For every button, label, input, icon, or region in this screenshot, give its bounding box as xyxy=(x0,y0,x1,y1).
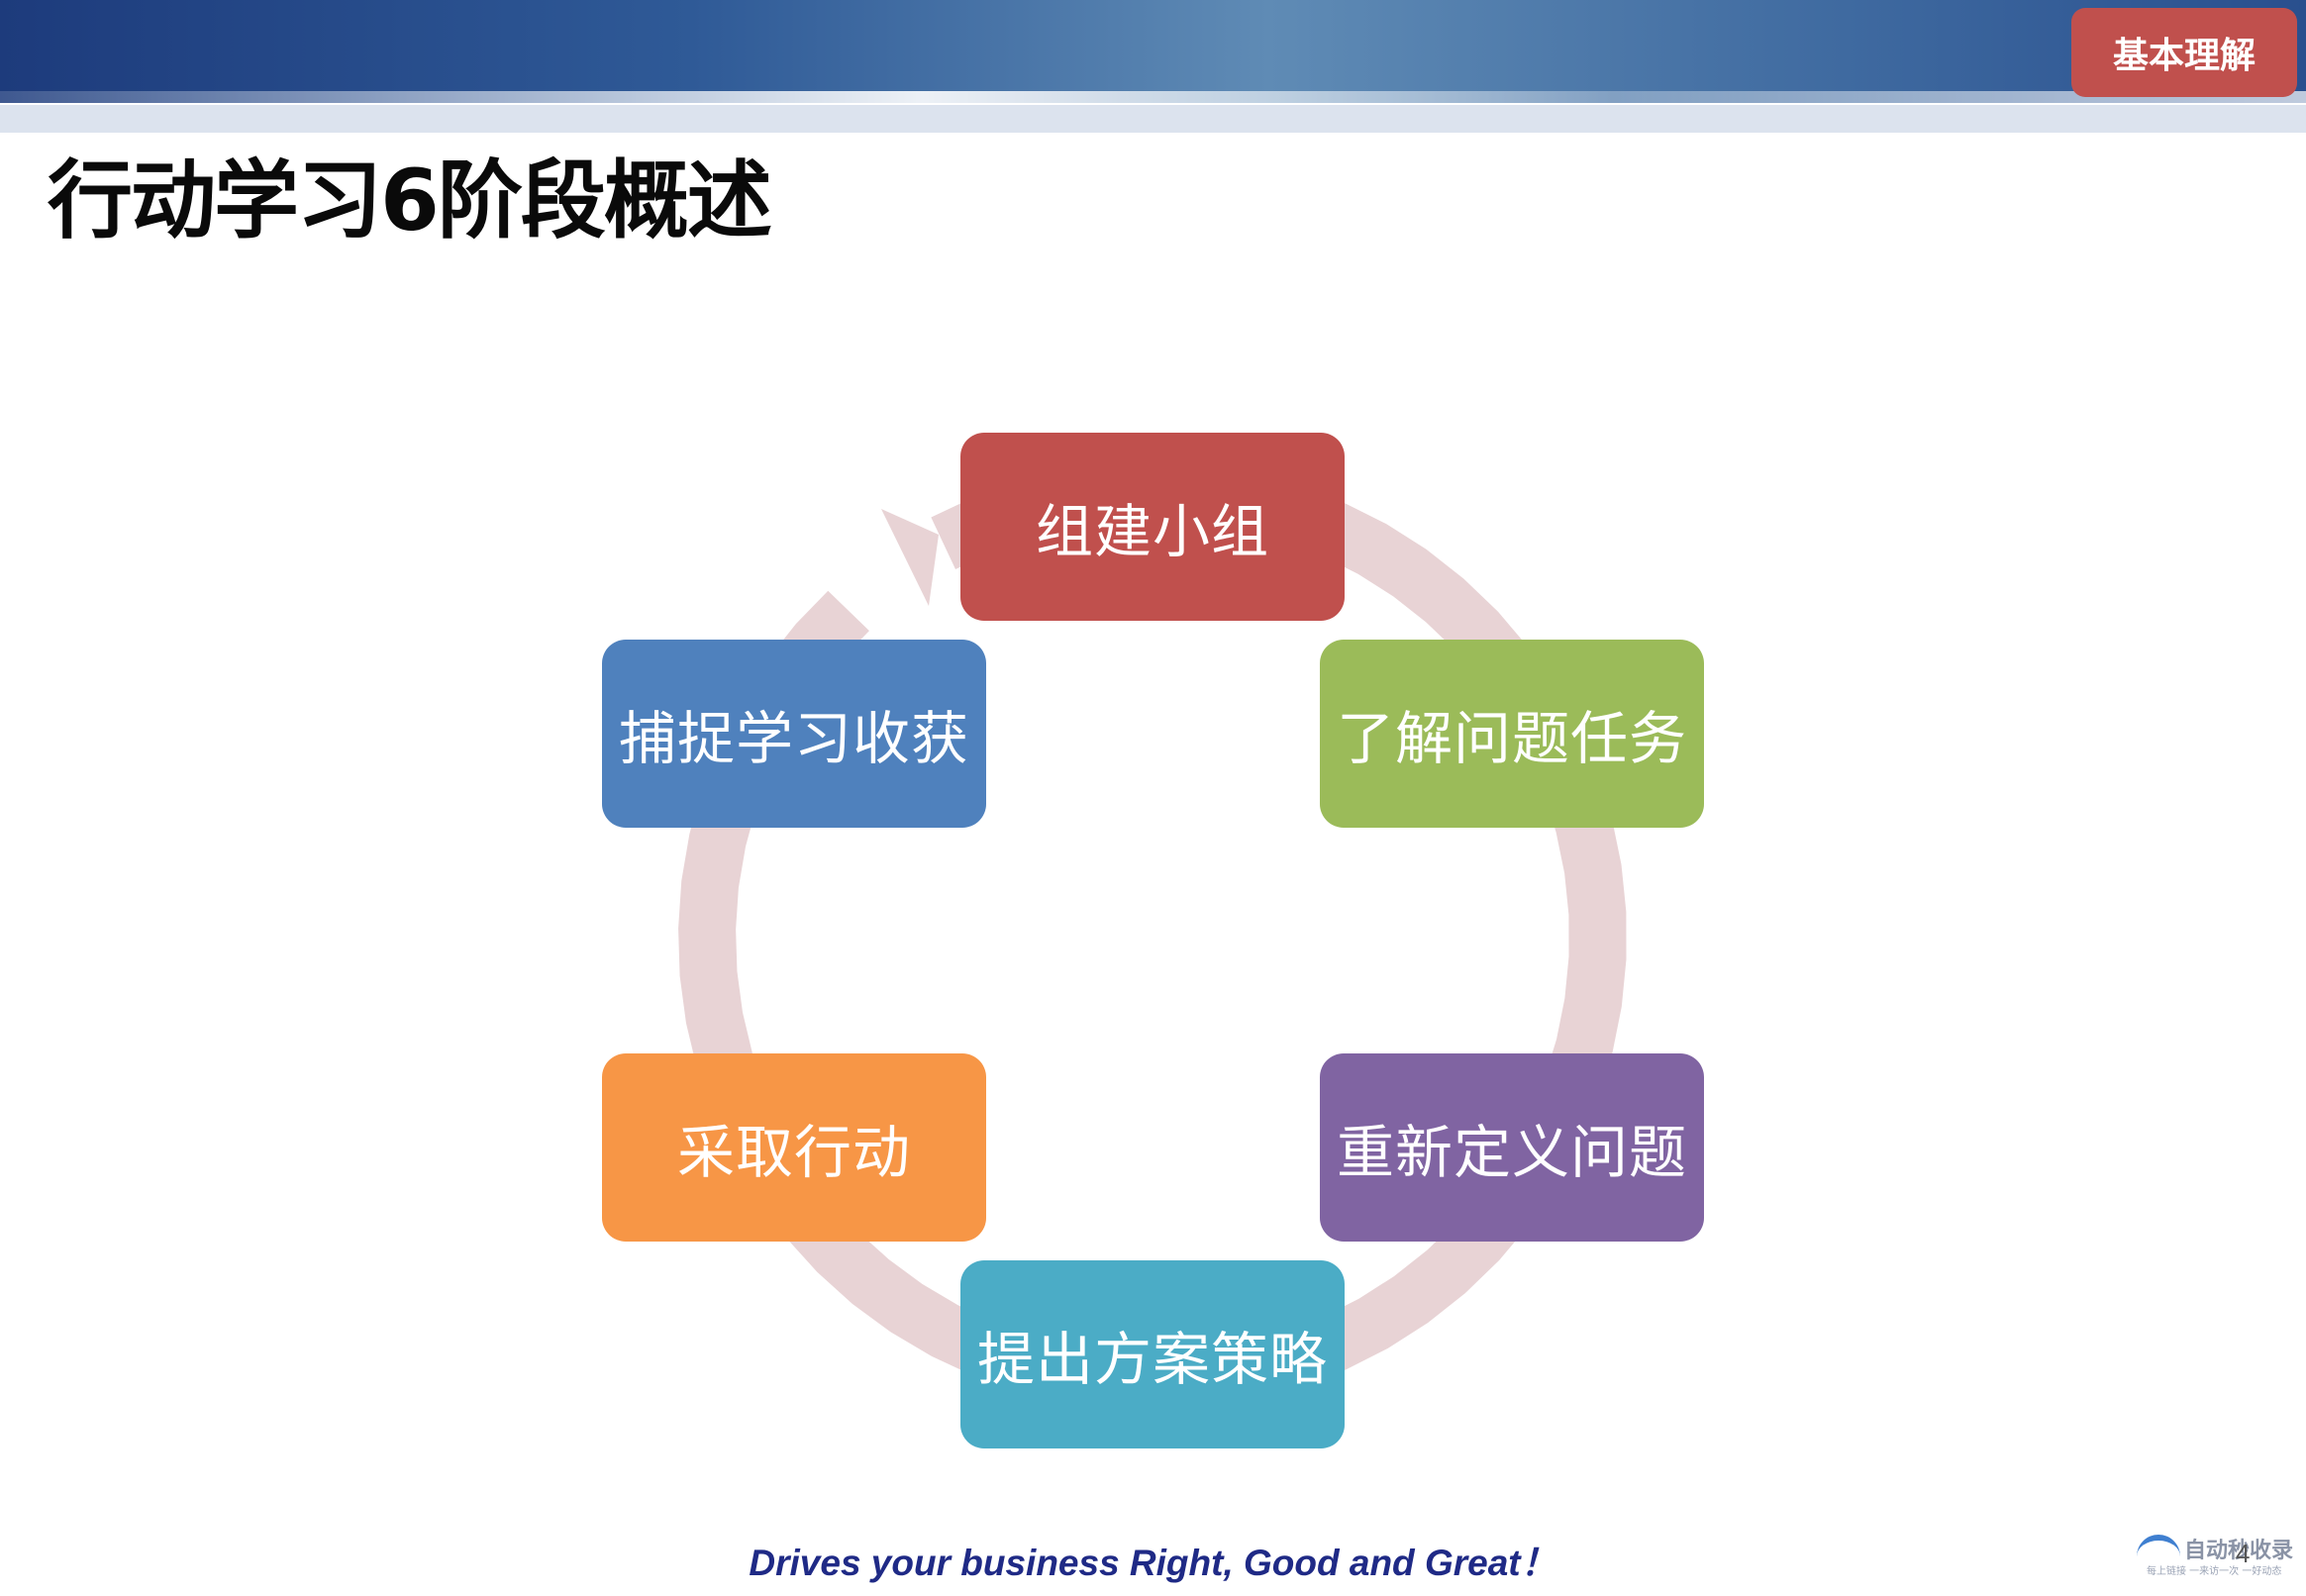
stage-understand-problem: 了解问题任务 xyxy=(1320,640,1704,828)
stage-redefine-problem: 重新定义问题 xyxy=(1320,1053,1704,1242)
cycle-ring-path xyxy=(678,461,1627,1411)
stage-form-group: 组建小组 xyxy=(960,433,1345,621)
footer-slogan: Drives your business Right, Good and Gre… xyxy=(749,1543,1557,1583)
stage-take-action: 采取行动 xyxy=(602,1053,986,1242)
page-number: 4 xyxy=(2236,1539,2251,1568)
watermark-text: 自动秒收录 xyxy=(2184,1539,2294,1563)
page-title: 行动学习6阶段概述 xyxy=(48,151,772,250)
header-strip xyxy=(0,105,2306,133)
stage-capture-learning: 捕捉学习收获 xyxy=(602,640,986,828)
header-band xyxy=(0,0,2306,103)
cycle-arrowhead xyxy=(881,509,939,606)
header-sheen xyxy=(0,91,2306,105)
watermark-subtext: 每上链接 一来访一次 一好动态 xyxy=(2147,1566,2282,1577)
watermark-logo-icon xyxy=(2137,1535,2180,1556)
section-tag: 基本理解 xyxy=(2071,8,2297,97)
watermark: 自动秒收录 每上链接 一来访一次 一好动态 xyxy=(2137,1533,2295,1584)
stage-propose-strategy: 提出方案策略 xyxy=(960,1260,1345,1448)
